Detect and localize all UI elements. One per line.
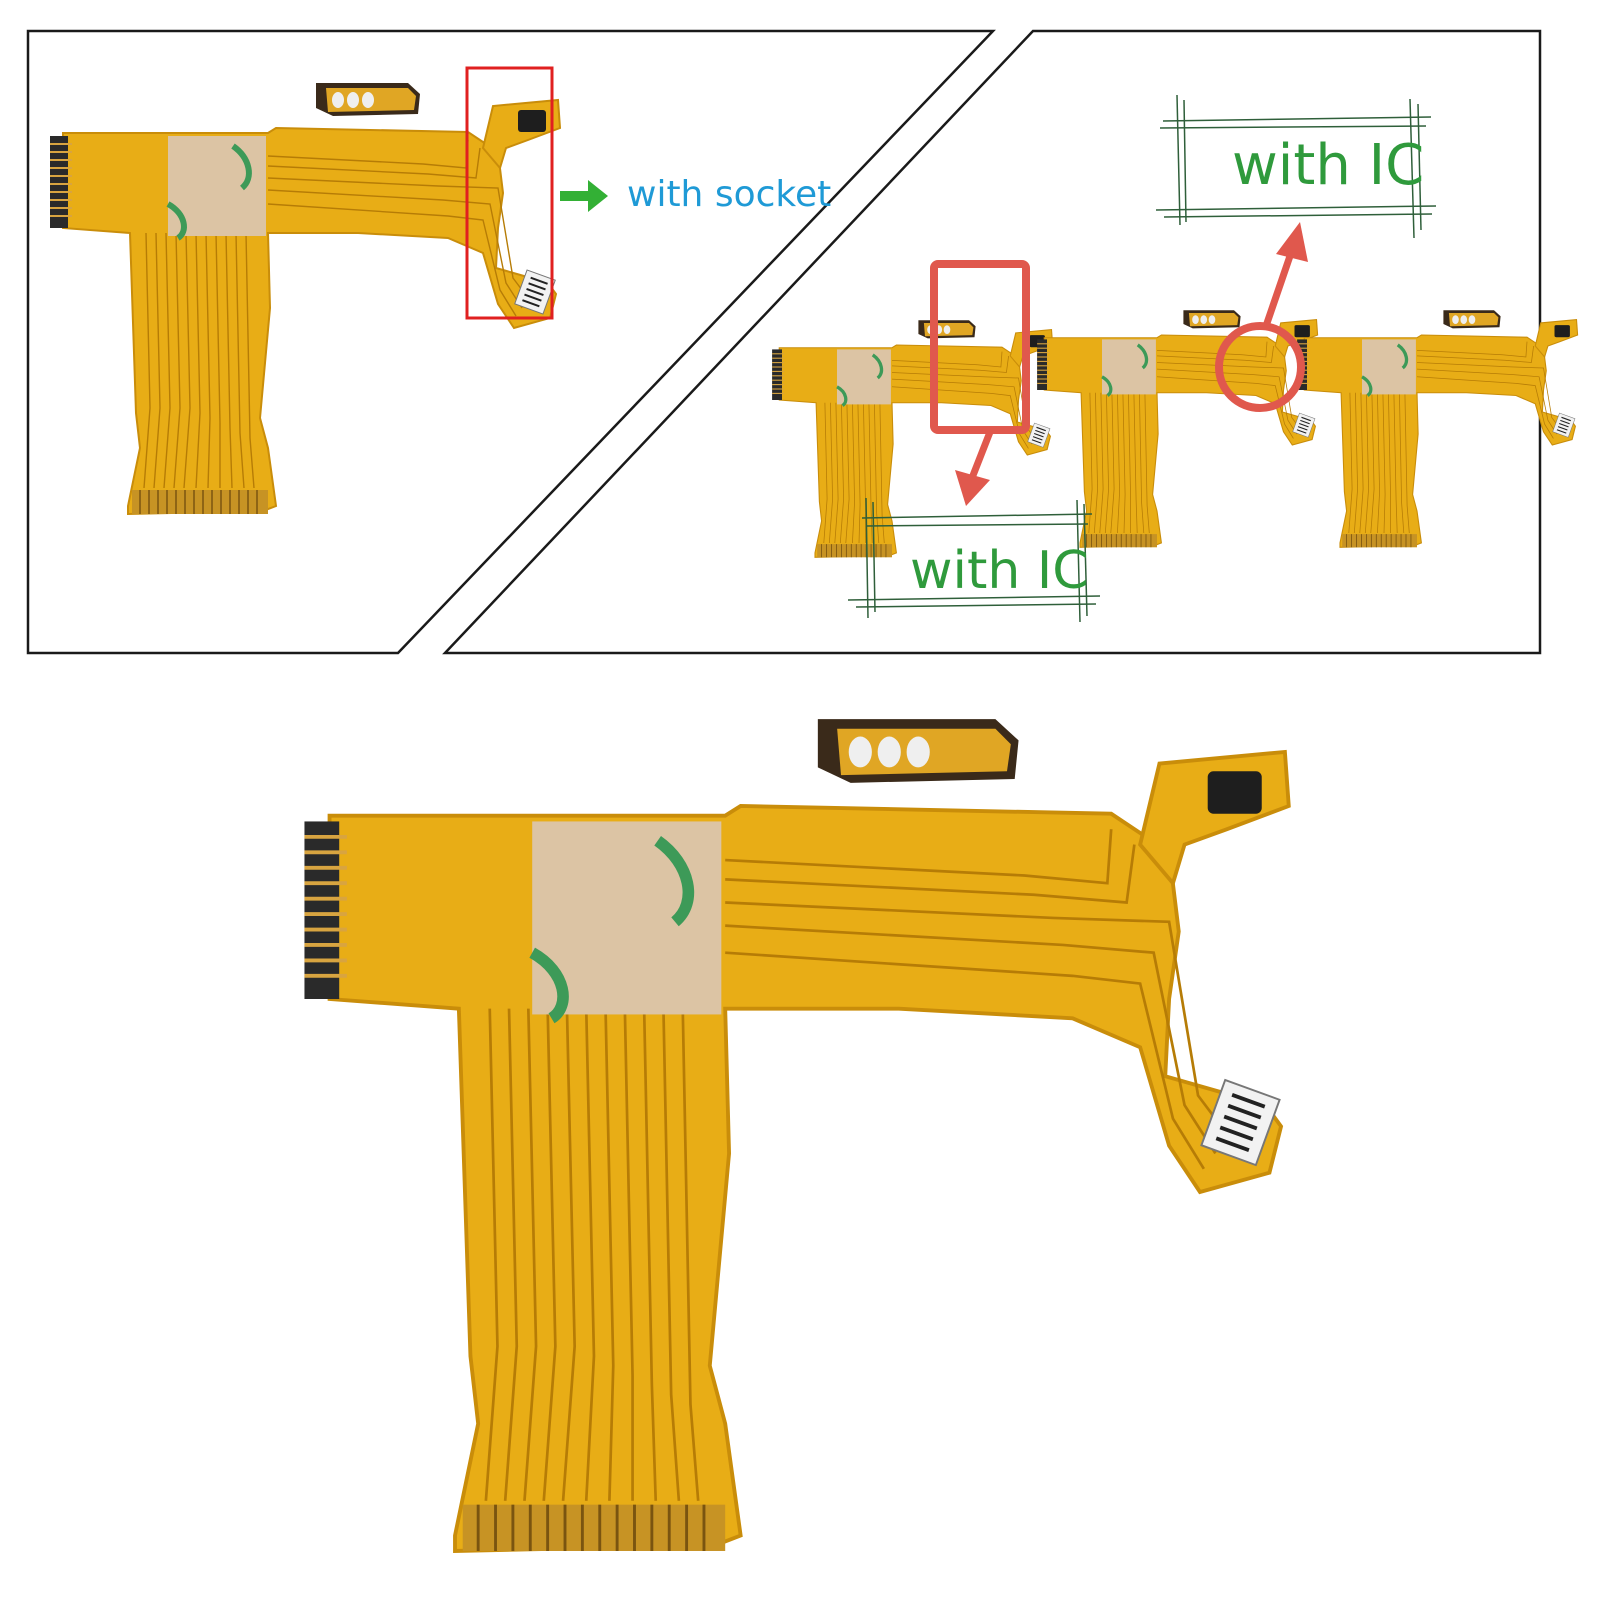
ic-highlight-circle xyxy=(1215,322,1305,412)
flex-cable-photo-large xyxy=(304,719,1288,1551)
socket-highlight-box xyxy=(465,66,554,320)
ic-label-frame-right xyxy=(1155,94,1437,239)
with-ic-label-left: with IC xyxy=(910,541,1089,601)
with-ic-label-right: with IC xyxy=(1232,133,1425,198)
top-right-panel-frame xyxy=(442,29,1542,655)
ic-label-frame-left xyxy=(847,497,1101,623)
ic-highlight-box xyxy=(930,260,1030,434)
ic-arrow-up-icon xyxy=(1262,222,1308,328)
ic-arrow-down-icon xyxy=(955,430,994,506)
socket-arrow-icon xyxy=(560,180,608,212)
with-socket-label: with socket xyxy=(627,174,832,215)
